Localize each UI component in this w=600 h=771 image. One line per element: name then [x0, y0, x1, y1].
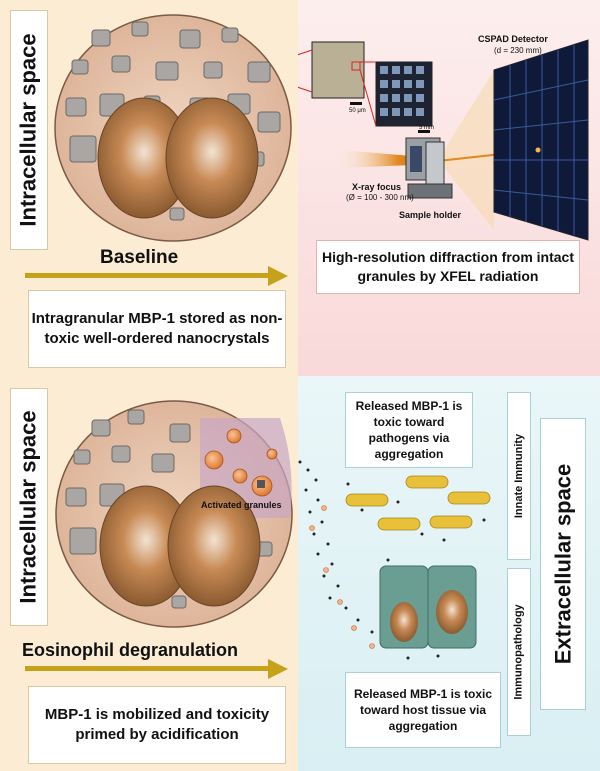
- baseline-arrow: [25, 273, 270, 278]
- detector-distance: (d = 230 mm): [494, 46, 542, 55]
- intracellular-label-top: Intracellular space: [10, 10, 48, 250]
- immunopathology-label: Immunopathology: [507, 568, 531, 736]
- intracellular-label-bottom: Intracellular space: [10, 388, 48, 626]
- xray-focus-label: X-ray focus: [352, 182, 402, 192]
- activated-granules-label: Activated granules: [201, 500, 282, 510]
- detector-title: CSPAD Detector: [478, 34, 548, 44]
- degranulation-caption: MBP-1 is mobilized and toxicity primed b…: [28, 686, 286, 764]
- degranulation-arrow: [25, 666, 270, 671]
- eosinophil-cell-baseline: [54, 14, 292, 242]
- innate-immunity-label: Innate Immunity: [507, 392, 531, 560]
- sample-holder-label: Sample holder: [399, 210, 462, 220]
- degranulation-arrow-label: Eosinophil degranulation: [22, 640, 238, 660]
- extracellular-illustration: [298, 460, 491, 660]
- xfel-caption: High-resolution diffraction from intact …: [316, 240, 580, 294]
- baseline-caption: Intragranular MBP-1 stored as non-toxic …: [28, 290, 286, 368]
- baseline-arrow-label: Baseline: [100, 247, 179, 268]
- xray-focus-size: (Ø = 100 - 300 nm): [346, 193, 414, 202]
- eosinophil-cell-degranulating: [55, 400, 293, 628]
- scale-bar-1-label: 50 μm: [349, 108, 366, 114]
- extracellular-label: Extracellular space: [540, 418, 586, 710]
- xfel-setup-illustration: [298, 39, 589, 241]
- pathogen-caption: Released MBP-1 is toxic toward pathogens…: [345, 392, 473, 468]
- host-tissue-caption: Released MBP-1 is toxic toward host tiss…: [345, 672, 501, 748]
- baseline-arrow-head: [268, 266, 288, 286]
- scale-bar-2-label: 5 mm: [419, 125, 434, 131]
- degranulation-arrow-head: [268, 659, 288, 679]
